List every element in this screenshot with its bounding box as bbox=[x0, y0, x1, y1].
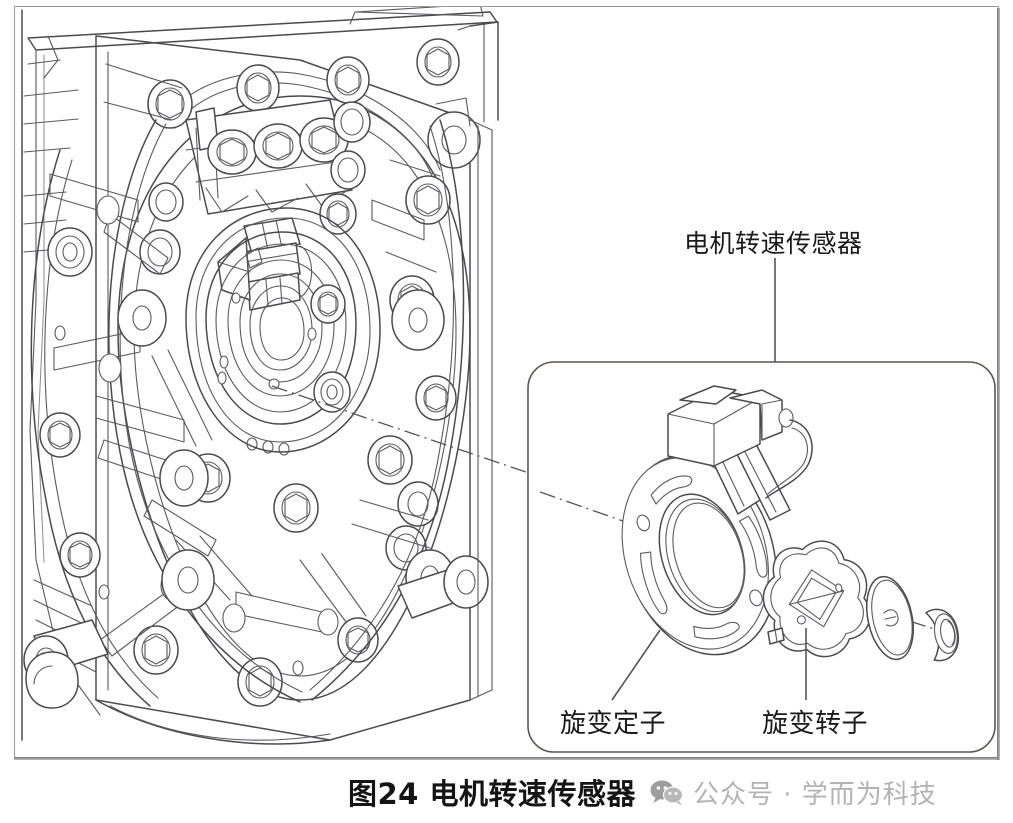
leader-line-stator bbox=[611, 629, 661, 701]
wechat-icon bbox=[650, 780, 684, 805]
rotor-hub bbox=[185, 207, 381, 456]
housing-ribs bbox=[49, 63, 441, 657]
watermark-text: 公众号 · 学而为科技 bbox=[692, 779, 937, 810]
stator-connector bbox=[667, 385, 813, 499]
frame-bottom-shadow bbox=[14, 757, 1000, 760]
mounting-lug-right bbox=[397, 555, 489, 619]
drawing-clip-group bbox=[21, 7, 951, 745]
label-motor-speed-sensor: 电机转速传感器 bbox=[684, 229, 863, 258]
resolver-stator bbox=[621, 385, 813, 656]
mounting-lug-left bbox=[23, 619, 109, 709]
watermark: 公众号 · 学而为科技 bbox=[650, 774, 937, 811]
label-resolver-stator: 旋变定子 bbox=[560, 709, 667, 739]
terminal-block bbox=[185, 99, 353, 215]
bolt-bosses-ring bbox=[39, 111, 481, 707]
label-resolver-rotor: 旋变转子 bbox=[762, 709, 869, 739]
figure-caption: 图24 电机转速传感器 bbox=[348, 777, 636, 811]
bolt bbox=[925, 608, 960, 662]
gearbox-housing bbox=[21, 7, 499, 745]
washer bbox=[866, 575, 914, 661]
sensor-connector-plug bbox=[217, 217, 313, 311]
figure-caption-row: 图24 电机转速传感器 公众号 · 学而为科技 bbox=[0, 763, 1013, 821]
bolt-bosses-upper bbox=[147, 38, 460, 129]
frame-right-shadow bbox=[997, 8, 1000, 760]
resolver-rotor bbox=[762, 540, 871, 658]
